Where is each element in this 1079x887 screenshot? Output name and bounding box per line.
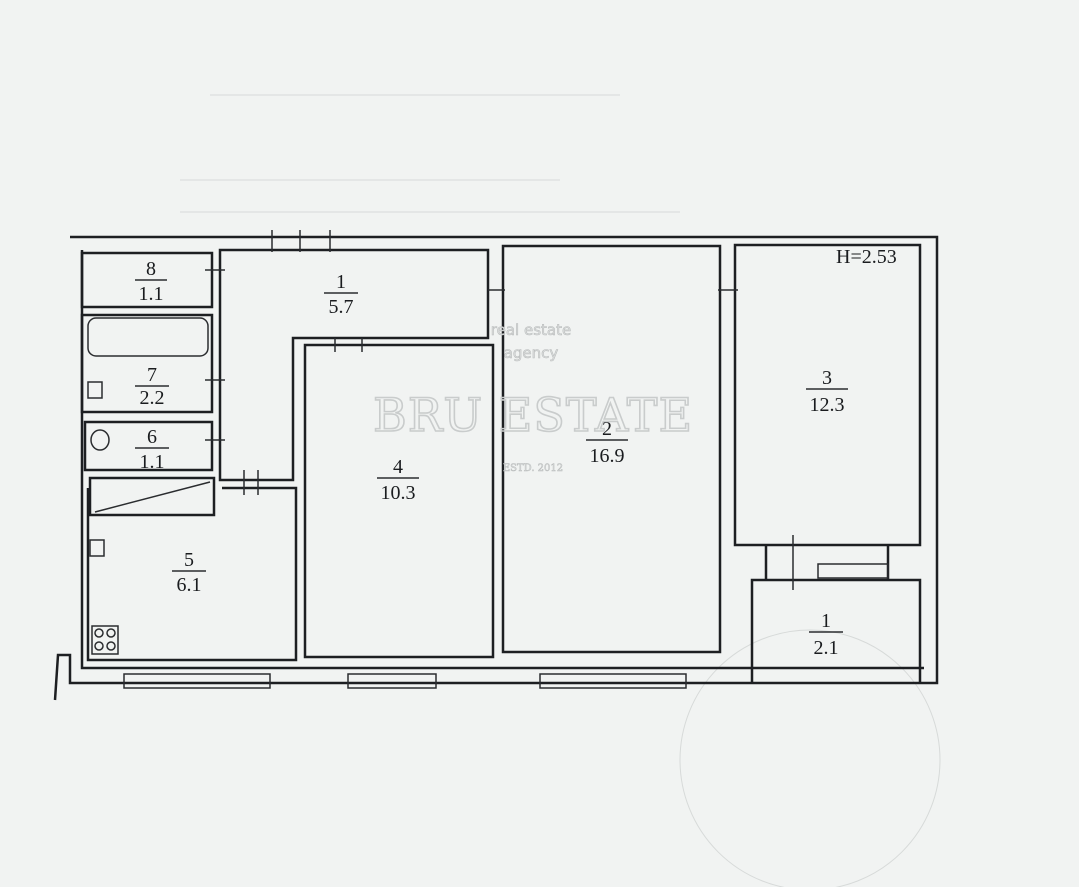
watermark-brand: BRU ESTATE	[373, 388, 693, 442]
room-number: 6	[147, 426, 157, 448]
room-label-2: 2 16.9	[586, 418, 628, 467]
watermark-line2: agency	[504, 344, 559, 362]
room-2	[501, 244, 722, 654]
sink-kitchen-icon	[89, 539, 105, 557]
toilet-icon	[90, 429, 110, 451]
room-area: 16.9	[590, 445, 625, 467]
room-area: 2.1	[814, 637, 839, 659]
room-label-7: 7 2.2	[135, 364, 169, 409]
room-label-4: 4 10.3	[377, 456, 419, 504]
watermark-line1: real estate	[491, 321, 571, 339]
room-number: 5	[184, 549, 194, 571]
bathtub-icon	[87, 317, 209, 357]
room-label-1-balcony: 1 2.1	[809, 610, 843, 659]
room-area: 2.2	[140, 387, 165, 409]
room-area: 1.1	[139, 283, 164, 305]
room-number: 8	[146, 258, 156, 280]
balcony-passage	[764, 545, 890, 580]
room-label-1-corridor: 1 5.7	[324, 271, 358, 318]
room-8	[80, 251, 214, 309]
room-4	[303, 343, 495, 659]
room-area: 1.1	[140, 451, 165, 473]
sink-icon	[87, 381, 103, 399]
room-7	[80, 313, 214, 414]
room-number: 2	[602, 418, 612, 440]
room-6	[83, 420, 214, 472]
room-label-6: 6 1.1	[135, 426, 169, 473]
room-5	[86, 486, 298, 662]
background-text-traces	[180, 94, 941, 887]
closet-diagonal	[94, 481, 211, 513]
room-number: 1	[821, 610, 831, 632]
room-label-8: 8 1.1	[135, 258, 167, 305]
room-area: 10.3	[381, 482, 416, 504]
stove-icon	[91, 625, 119, 655]
room-label-3: 3 12.3	[806, 367, 848, 416]
room-area: 5.7	[329, 296, 354, 318]
room-area: 6.1	[177, 574, 202, 596]
room-area: 12.3	[810, 394, 845, 416]
room-number: 1	[336, 271, 346, 293]
room-number: 4	[393, 456, 403, 478]
room-label-5: 5 6.1	[172, 549, 206, 596]
room-3	[733, 243, 922, 547]
room-number: 7	[147, 364, 157, 386]
outer-wall	[53, 235, 939, 701]
ceiling-height: H=2.53	[836, 246, 897, 268]
room-1-balcony	[750, 578, 922, 683]
watermark-established: ESTD. 2012	[503, 463, 563, 474]
room-number: 3	[822, 367, 832, 389]
storage-closet	[88, 476, 216, 517]
room-1-corridor	[218, 248, 490, 482]
watermark: real estate agency BRU ESTATE ESTD. 2012	[372, 321, 693, 475]
doors-windows	[123, 230, 889, 689]
